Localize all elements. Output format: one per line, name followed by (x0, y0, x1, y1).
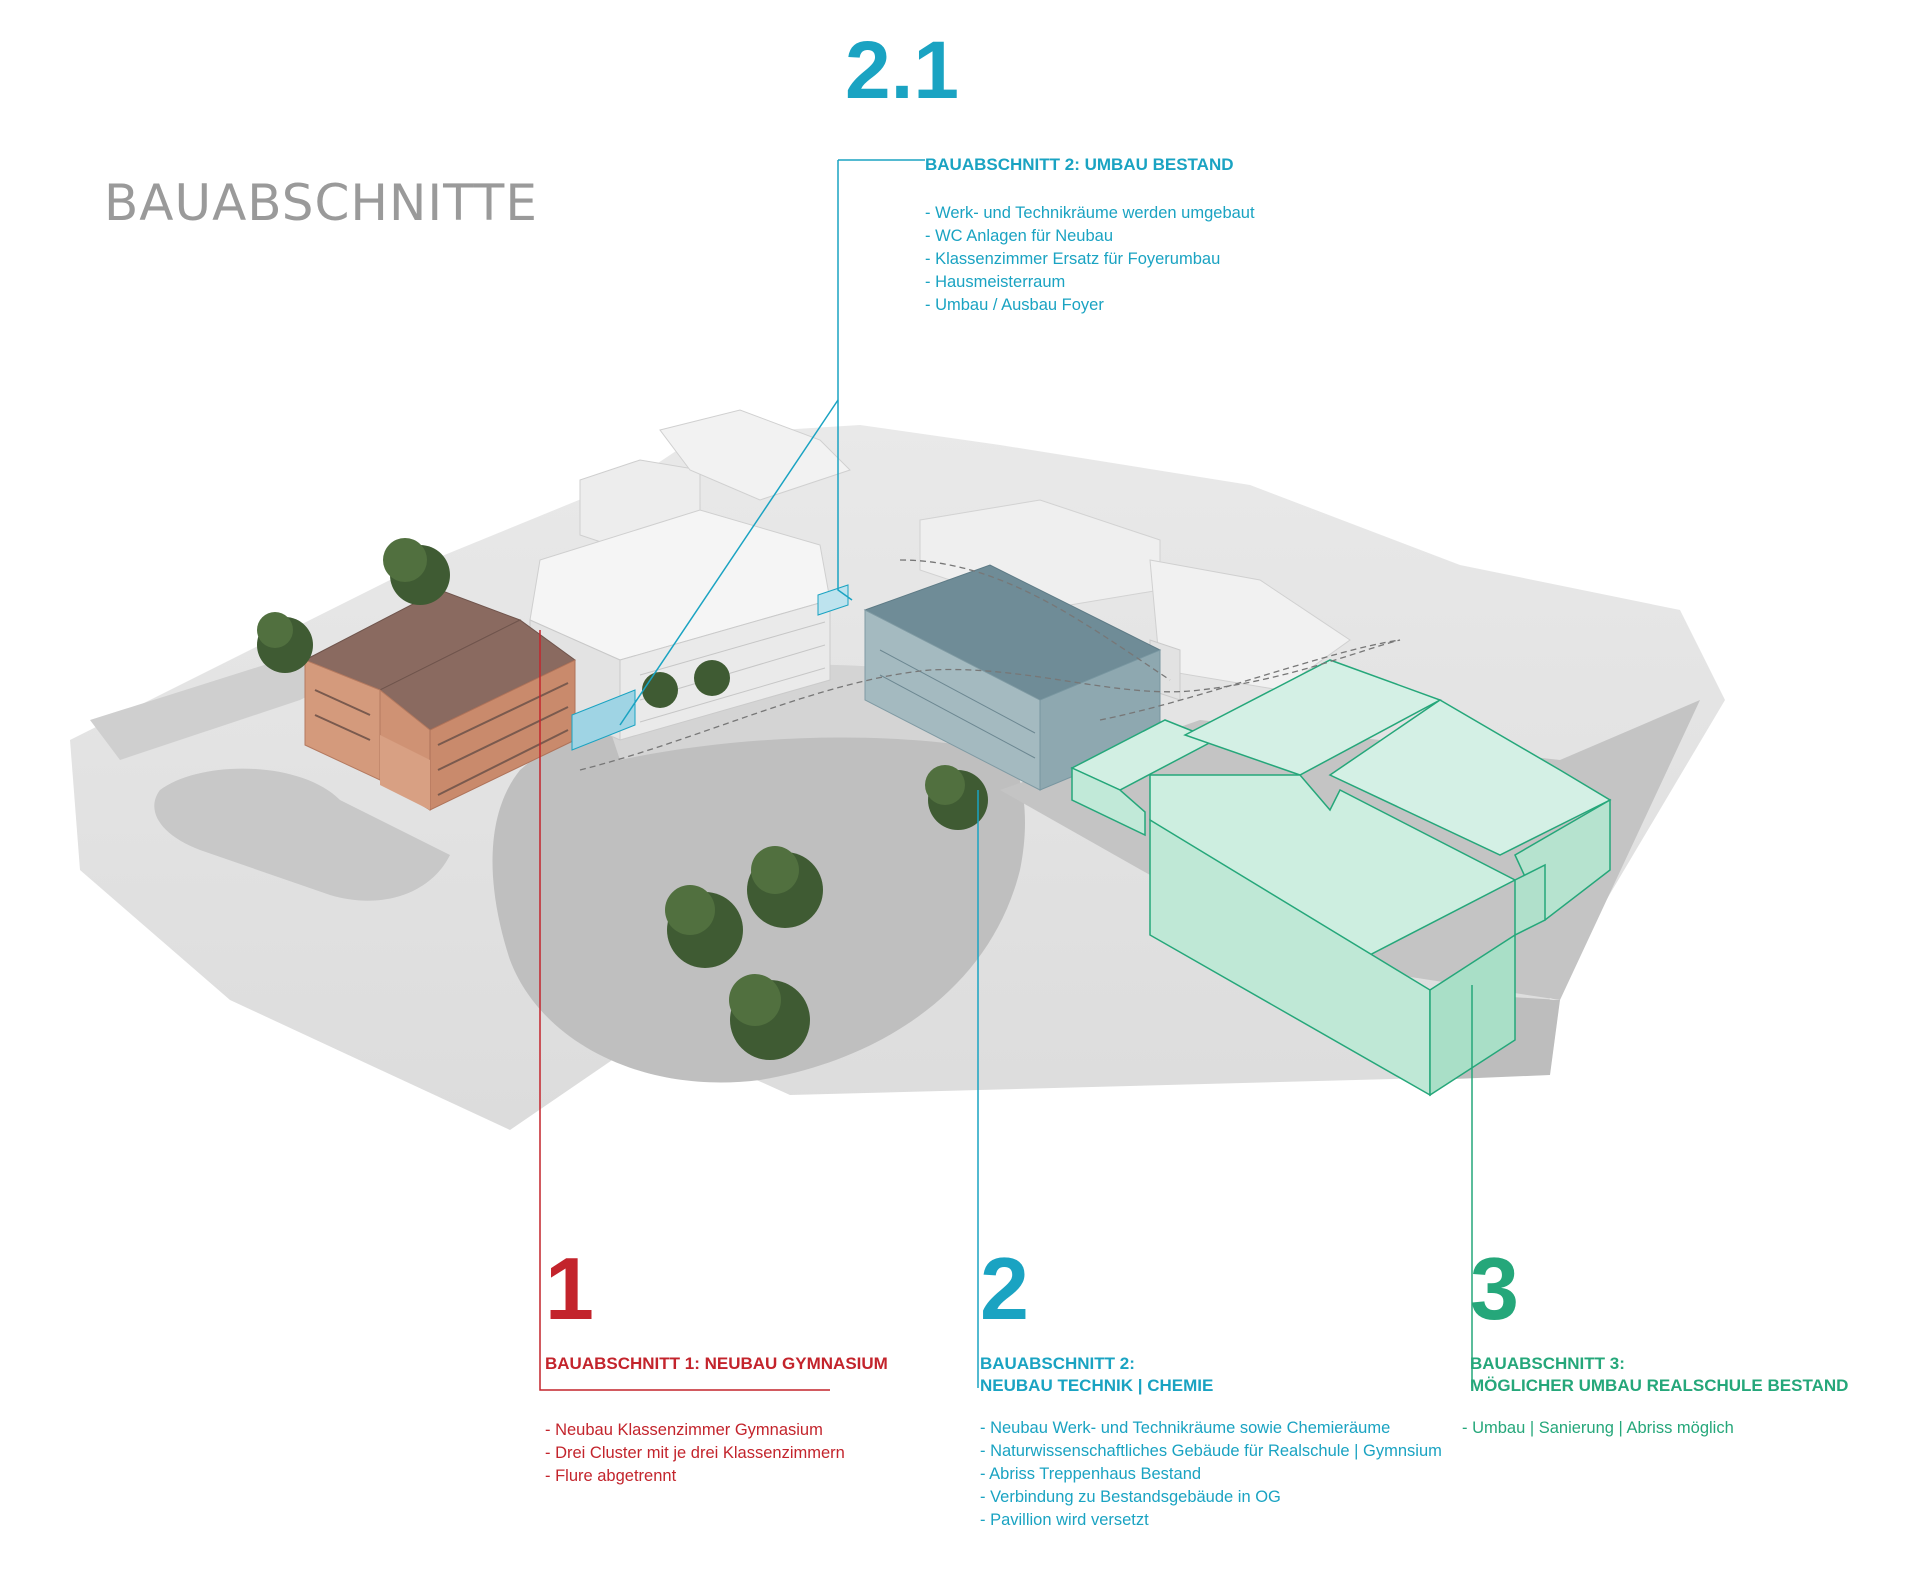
list-item: - Verbindung zu Bestandsgebäude in OG (980, 1488, 1281, 1506)
list-item: - Flure abgetrennt (545, 1467, 677, 1485)
phase-3-heading-line2: MÖGLICHER UMBAU REALSCHULE BESTAND (1470, 1376, 1849, 1395)
tree-icon (694, 660, 730, 696)
phase-1-number: 1 (545, 1239, 594, 1338)
list-item: - Hausmeisterraum (925, 273, 1066, 291)
phase-2-1-block: 2.1 BAUABSCHNITT 2: UMBAU BESTAND - Werk… (845, 30, 1255, 317)
tree-icon (729, 974, 810, 1060)
tree-icon (642, 672, 678, 708)
phase-2-block: 2 BAUABSCHNITT 2: NEUBAU TECHNIK | CHEMI… (980, 1245, 1442, 1532)
list-item: - Umbau / Ausbau Foyer (925, 296, 1104, 314)
tree-icon (383, 538, 450, 605)
list-item: - Pavillion wird versetzt (980, 1511, 1149, 1529)
list-item: - Naturwissenschaftliches Gebäude für Re… (980, 1442, 1442, 1460)
phase-3-heading-line1: BAUABSCHNITT 3: (1470, 1354, 1625, 1373)
phase-2-1-number: 2.1 (845, 25, 959, 116)
phase-1-block: 1 BAUABSCHNITT 1: NEUBAU GYMNASIUM - Neu… (545, 1245, 888, 1488)
path-arrows (579, 559, 1401, 771)
phase3-building (1070, 659, 1612, 1097)
page-title: BAUABSCHNITTE (104, 173, 538, 232)
leader-lines (539, 159, 1473, 1391)
phase1-building (303, 589, 576, 811)
phase-2-1-heading: BAUABSCHNITT 2: UMBAU BESTAND (925, 155, 1234, 174)
phase-2-number: 2 (980, 1239, 1029, 1338)
list-item: - Umbau | Sanierung | Abriss möglich (1462, 1419, 1734, 1437)
phase-3-block: 3 BAUABSCHNITT 3: MÖGLICHER UMBAU REALSC… (1462, 1239, 1849, 1440)
tree-icon (257, 612, 313, 673)
phase-2-1-list: - Werk- und Technikräume werden umgebaut… (925, 202, 1255, 317)
phase-1-list: - Neubau Klassenzimmer Gymnasium - Drei … (545, 1419, 888, 1488)
list-item: - Drei Cluster mit je drei Klassenzimmer… (545, 1444, 845, 1462)
phase-1-heading: BAUABSCHNITT 1: NEUBAU GYMNASIUM (545, 1354, 888, 1373)
phase2-building (863, 564, 1162, 791)
tree-icon (747, 846, 823, 928)
trees (257, 538, 988, 1060)
phase-2-heading-line2: NEUBAU TECHNIK | CHEMIE (980, 1376, 1214, 1395)
phase-2-heading-line1: BAUABSCHNITT 2: (980, 1354, 1135, 1373)
phase-3-number: 3 (1470, 1239, 1519, 1338)
list-item: - Klassenzimmer Ersatz für Foyerumbau (925, 250, 1221, 268)
list-item: - Abriss Treppenhaus Bestand (980, 1465, 1202, 1483)
list-item: - Werk- und Technikräume werden umgebaut (925, 204, 1255, 222)
tree-icon (665, 885, 743, 968)
tree-icon (925, 765, 988, 830)
list-item: - Neubau Klassenzimmer Gymnasium (545, 1421, 823, 1439)
list-item: - Neubau Werk- und Technikräume sowie Ch… (980, 1419, 1391, 1437)
phase-3-list: - Umbau | Sanierung | Abriss möglich (1462, 1417, 1848, 1440)
phase-2-list: - Neubau Werk- und Technikräume sowie Ch… (980, 1417, 1442, 1532)
list-item: - WC Anlagen für Neubau (925, 227, 1114, 245)
